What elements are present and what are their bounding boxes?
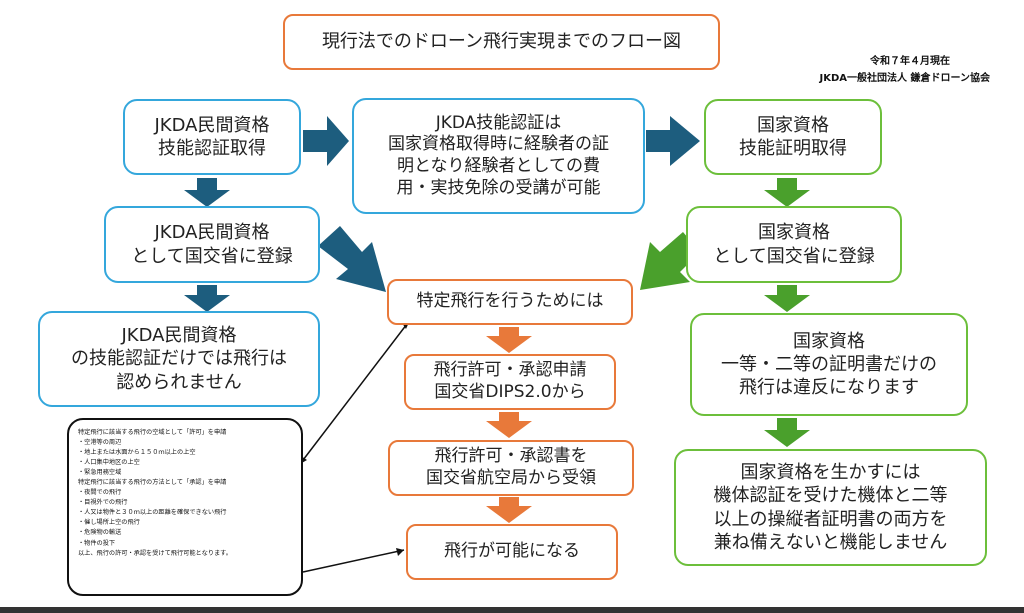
note-line: ・目視外での飛行 bbox=[78, 499, 128, 507]
national-cert-box: 国家資格 技能証明取得 bbox=[704, 99, 882, 175]
national-violation-box: 国家資格 一等・二等の証明書だけの 飛行は違反になります bbox=[690, 313, 968, 416]
box-line: 技能認証取得 bbox=[158, 138, 266, 159]
box-line: として国交省に登録 bbox=[713, 245, 875, 267]
note-line: ・危険物の輸送 bbox=[78, 529, 122, 537]
org-text: JKDA一般社団法人 鎌倉ドローン協会 bbox=[819, 73, 991, 84]
specific-flight-note: 特定飛行に該当する飛行の空域として「許可」を申請 ・空港等の周辺 ・地上または水… bbox=[78, 428, 300, 559]
box-line: として国交省に登録 bbox=[131, 245, 293, 267]
arrow-down-blue-2 bbox=[184, 285, 230, 312]
note-line: ・夜間での飛行 bbox=[78, 489, 122, 497]
bottom-bar bbox=[0, 607, 1024, 613]
date-text: 令和７年４月現在 bbox=[870, 56, 950, 67]
step-specific-flight: 特定飛行を行うためには bbox=[387, 279, 633, 325]
box-line: 飛行許可・承認書を bbox=[434, 446, 588, 467]
title-box: 現行法でのドローン飛行実現までのフロー図 bbox=[283, 14, 720, 70]
box-line: 国家資格を生かすには bbox=[740, 462, 921, 484]
jkda-not-allowed-box: JKDA民間資格 の技能認証だけでは飛行は 認められません bbox=[38, 311, 320, 407]
note-line: ・催し場所上空の飛行 bbox=[78, 519, 140, 527]
box-line: の技能認証だけでは飛行は bbox=[71, 348, 287, 370]
national-requirement-box: 国家資格を生かすには 機体認証を受けた機体と二等 以上の操縦者証明書の両方を 兼… bbox=[674, 449, 987, 566]
arrow-down-blue-1 bbox=[184, 178, 230, 207]
box-line: 国交省DIPS2.0から bbox=[434, 382, 586, 402]
jkda-registration-box: JKDA民間資格 として国交省に登録 bbox=[104, 206, 320, 283]
specific-flight-note-box bbox=[67, 418, 303, 596]
note-line: 特定飛行に該当する飛行の空域として「許可」を申請 bbox=[78, 429, 227, 436]
jkda-exemption-box: JKDA技能認証は 国家資格取得時に経験者の証 明となり経験者としての費 用・実… bbox=[352, 98, 645, 214]
box-line: 国家資格 bbox=[793, 330, 865, 352]
step-label: 飛行が可能になる bbox=[444, 541, 580, 562]
box-line: 国家資格取得時に経験者の証 bbox=[388, 134, 609, 155]
box-line: 国家資格 bbox=[758, 222, 830, 244]
box-line: 一等・二等の証明書だけの bbox=[721, 353, 937, 375]
jkda-skill-cert-box: JKDA民間資格 技能認証取得 bbox=[123, 99, 301, 175]
note-line: ・人又は物件と３０ｍ以上の距離を確保できない飛行 bbox=[78, 509, 227, 517]
note-line: ・地上または水面から１５０ｍ以上の上空 bbox=[78, 449, 196, 457]
connector-arrowhead-step4 bbox=[396, 548, 404, 556]
arrow-down-orange-3 bbox=[486, 497, 532, 523]
arrow-right-blue-1 bbox=[303, 116, 349, 166]
arrow-down-green-2 bbox=[764, 285, 810, 312]
note-line: 以上、飛行の許可・承認を受けて飛行可能となります。 bbox=[78, 549, 232, 557]
box-line: 明となり経験者としての費 bbox=[397, 156, 600, 176]
step-label: 特定飛行を行うためには bbox=[416, 291, 604, 312]
box-line: JKDA民間資格 bbox=[154, 222, 270, 244]
connector-line-2 bbox=[302, 549, 405, 573]
note-line: 特定飛行に該当する飛行の方法として「承認」を申請 bbox=[78, 479, 227, 487]
box-line: 兼ね備えないと機能しません bbox=[713, 531, 948, 553]
arrow-diagonal-green bbox=[640, 232, 700, 290]
national-registration-box: 国家資格 として国交省に登録 bbox=[686, 206, 902, 283]
box-line: 国家資格 bbox=[757, 114, 829, 136]
arrow-down-orange-1 bbox=[486, 327, 532, 353]
box-line: 技能証明取得 bbox=[739, 138, 847, 159]
box-line: 用・実技免除の受講が可能 bbox=[396, 177, 601, 198]
arrow-down-orange-2 bbox=[486, 412, 532, 438]
box-line: 飛行は違反になります bbox=[739, 377, 919, 399]
box-line: 国交省航空局から受領 bbox=[426, 468, 596, 488]
step-flight-possible: 飛行が可能になる bbox=[406, 524, 618, 580]
note-line: ・物件の投下 bbox=[78, 539, 116, 547]
box-line: JKDA民間資格 bbox=[121, 325, 237, 347]
arrow-right-green-1 bbox=[646, 116, 700, 166]
note-line: ・緊急用務空域 bbox=[78, 469, 122, 477]
arrow-diagonal-blue bbox=[318, 226, 386, 292]
box-line: 飛行許可・承認申請 bbox=[433, 360, 587, 381]
box-line: 機体認証を受けた機体と二等 bbox=[713, 485, 948, 507]
arrow-down-green-3 bbox=[764, 418, 810, 447]
box-line: 以上の操縦者証明書の両方を bbox=[713, 508, 948, 530]
note-line: ・空港等の周辺 bbox=[78, 439, 122, 447]
connector-line bbox=[299, 319, 411, 465]
arrow-down-green-1 bbox=[764, 178, 810, 207]
page-title: 現行法でのドローン飛行実現までのフロー図 bbox=[321, 31, 682, 53]
box-line: JKDA民間資格 bbox=[154, 114, 270, 136]
box-line: JKDA技能認証は bbox=[435, 112, 562, 133]
step-apply-permission: 飛行許可・承認申請 国交省DIPS2.0から bbox=[404, 354, 616, 410]
step-receive-permission: 飛行許可・承認書を 国交省航空局から受領 bbox=[388, 440, 634, 496]
box-line: 認められません bbox=[116, 371, 242, 393]
note-line: ・人口集中地区の上空 bbox=[78, 459, 140, 467]
